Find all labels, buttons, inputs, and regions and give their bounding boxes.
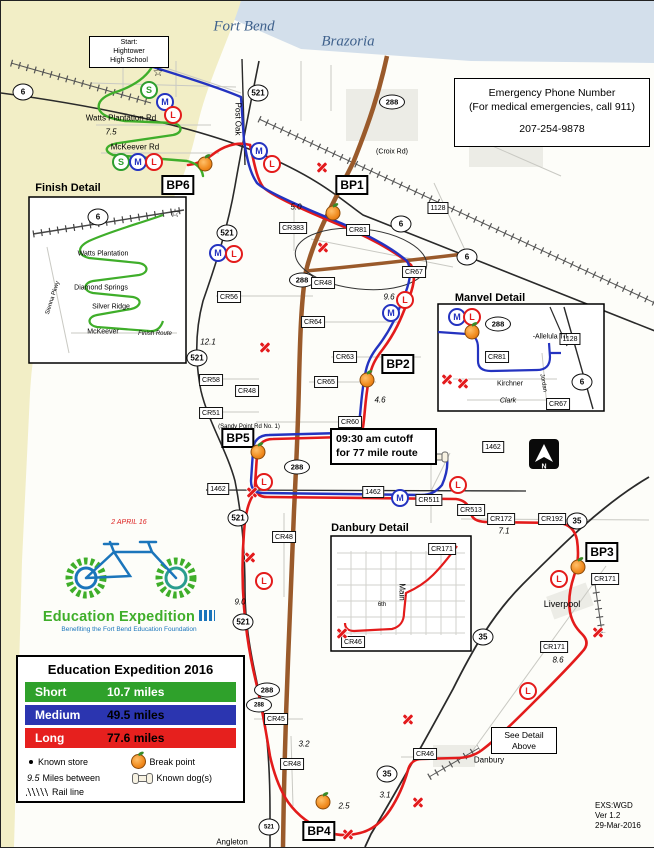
legend-known-dogs: Known dog(s) bbox=[131, 772, 237, 784]
finish-detail-inset bbox=[28, 196, 187, 364]
emergency-title: Emergency Phone Number bbox=[488, 87, 616, 99]
start-line: Hightower bbox=[113, 47, 145, 55]
logo-bars bbox=[199, 610, 216, 621]
see-detail-line: See Detail bbox=[504, 730, 544, 740]
legend-symbol-items: Known store Break point 9.5 Miles betwee… bbox=[25, 754, 236, 797]
legend-route-miles: 49.5 miles bbox=[107, 708, 165, 722]
logo-tagline: Benefiting the Fort Bend Education Found… bbox=[61, 626, 197, 633]
credits-line: EXS:WGD bbox=[595, 801, 633, 810]
start-label-box: Start: Hightower High School bbox=[89, 36, 169, 69]
event-logo: 2 APRIL 16 Education Expedition Benefiti… bbox=[29, 519, 229, 633]
legend-break-point: Break point bbox=[130, 754, 237, 769]
legend: Education Expedition 2016 Short 10.7 mil… bbox=[16, 655, 245, 803]
map-credits: EXS:WGD Ver 1.2 29-Mar-2016 bbox=[595, 801, 651, 831]
breakpoint-peach-icon bbox=[130, 754, 146, 769]
legend-route-short: Short 10.7 miles bbox=[25, 682, 236, 702]
manvel-detail-inset bbox=[437, 303, 605, 412]
rail-lines bbox=[10, 59, 654, 781]
emergency-subtitle: (For medical emergencies, call 911) bbox=[468, 100, 636, 113]
legend-known-store: Known store bbox=[25, 754, 131, 769]
legend-route-miles: 77.6 miles bbox=[107, 731, 165, 745]
dog-bone-icon bbox=[131, 772, 153, 784]
legend-miles-between: 9.5 Miles between bbox=[27, 773, 101, 783]
credits-line: 29-Mar-2016 bbox=[595, 821, 641, 830]
legend-route-name: Short bbox=[35, 685, 67, 699]
emergency-info-box: Emergency Phone Number (For medical emer… bbox=[454, 78, 650, 147]
credits-line: Ver 1.2 bbox=[595, 811, 621, 820]
highway-288 bbox=[280, 55, 474, 847]
bike-gears-graphic bbox=[65, 540, 197, 599]
logo-date: 2 APRIL 16 bbox=[111, 519, 147, 526]
store-dot-icon bbox=[29, 759, 33, 764]
see-detail-line: Above bbox=[511, 740, 537, 751]
medium-route-line bbox=[151, 65, 449, 497]
long-route-line bbox=[241, 143, 588, 837]
see-detail-note: See Detail Above bbox=[491, 727, 557, 755]
cutoff-note: 09:30 am cutoff for 77 mile route bbox=[330, 428, 437, 466]
logo-name: Education Expedition bbox=[29, 609, 229, 625]
rail-line-icon bbox=[26, 788, 48, 796]
legend-rail-line: Rail line bbox=[25, 787, 131, 797]
danbury-detail-inset bbox=[330, 535, 472, 652]
legend-title: Education Expedition 2016 bbox=[47, 662, 214, 677]
start-line: High School bbox=[110, 56, 148, 64]
start-line: Start: bbox=[120, 39, 138, 46]
legend-route-miles: 10.7 miles bbox=[107, 685, 165, 699]
emergency-phone: 207-254-9878 bbox=[519, 123, 585, 136]
legend-route-medium: Medium 49.5 miles bbox=[25, 705, 236, 725]
legend-route-name: Long bbox=[35, 731, 65, 745]
cutoff-line: 09:30 am cutoff bbox=[336, 433, 414, 445]
county-top-band bbox=[191, 1, 654, 63]
legend-route-name: Medium bbox=[35, 708, 81, 722]
cutoff-line: for 77 mile route bbox=[336, 446, 418, 459]
legend-route-long: Long 77.6 miles bbox=[25, 728, 236, 748]
compass-icon bbox=[529, 439, 559, 469]
